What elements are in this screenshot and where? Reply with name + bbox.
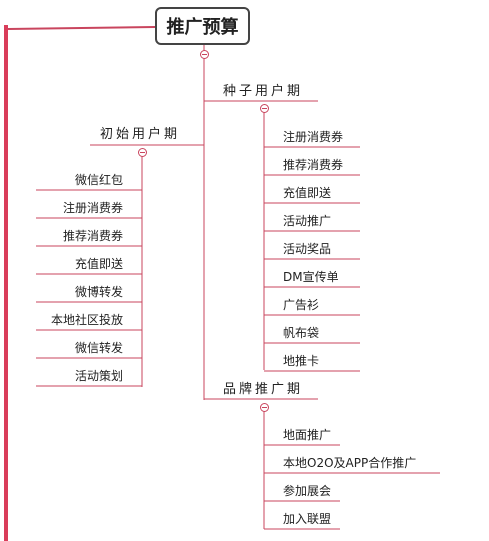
leaf-initial-3[interactable]: 推荐消费券 bbox=[62, 229, 123, 243]
branch-initial-user-period[interactable]: 初始用户期 bbox=[100, 127, 181, 142]
branch-brand-promotion-period[interactable]: 品牌推广期 bbox=[223, 382, 304, 397]
root-collapse-icon[interactable] bbox=[200, 50, 209, 59]
leaf-seed-6[interactable]: DM宣传单 bbox=[283, 270, 339, 284]
leaf-initial-1[interactable]: 微信红包 bbox=[74, 173, 123, 187]
leaf-brand-3[interactable]: 参加展会 bbox=[283, 484, 332, 498]
root-parent-link bbox=[7, 26, 156, 30]
brand-collapse-icon[interactable] bbox=[260, 403, 269, 412]
leaf-initial-5[interactable]: 微博转发 bbox=[74, 285, 123, 299]
leaf-seed-2[interactable]: 推荐消费券 bbox=[283, 158, 344, 172]
leaf-initial-7[interactable]: 微信转发 bbox=[74, 341, 123, 355]
leaf-brand-2[interactable]: 本地O2O及APP合作推广 bbox=[283, 456, 417, 470]
leaf-seed-1[interactable]: 注册消费券 bbox=[283, 130, 344, 144]
leaf-brand-4[interactable]: 加入联盟 bbox=[283, 512, 332, 526]
leaf-seed-9[interactable]: 地推卡 bbox=[283, 354, 320, 368]
parent-edge-bar bbox=[4, 25, 8, 541]
leaf-seed-5[interactable]: 活动奖品 bbox=[283, 242, 332, 256]
root-node[interactable]: 推广预算 bbox=[155, 7, 250, 45]
leaf-initial-6[interactable]: 本地社区投放 bbox=[50, 313, 123, 327]
seed-collapse-icon[interactable] bbox=[260, 104, 269, 113]
leaf-initial-4[interactable]: 充值即送 bbox=[74, 257, 123, 271]
branch-seed-user-period[interactable]: 种子用户期 bbox=[223, 84, 304, 99]
leaf-brand-1[interactable]: 地面推广 bbox=[283, 428, 332, 442]
leaf-initial-2[interactable]: 注册消费券 bbox=[62, 201, 123, 215]
leaf-seed-7[interactable]: 广告衫 bbox=[283, 298, 320, 312]
leaf-seed-8[interactable]: 帆布袋 bbox=[283, 326, 320, 340]
leaf-seed-4[interactable]: 活动推广 bbox=[283, 214, 332, 228]
leaf-seed-3[interactable]: 充值即送 bbox=[283, 186, 332, 200]
leaf-initial-8[interactable]: 活动策划 bbox=[74, 369, 123, 383]
initial-collapse-icon[interactable] bbox=[138, 148, 147, 157]
